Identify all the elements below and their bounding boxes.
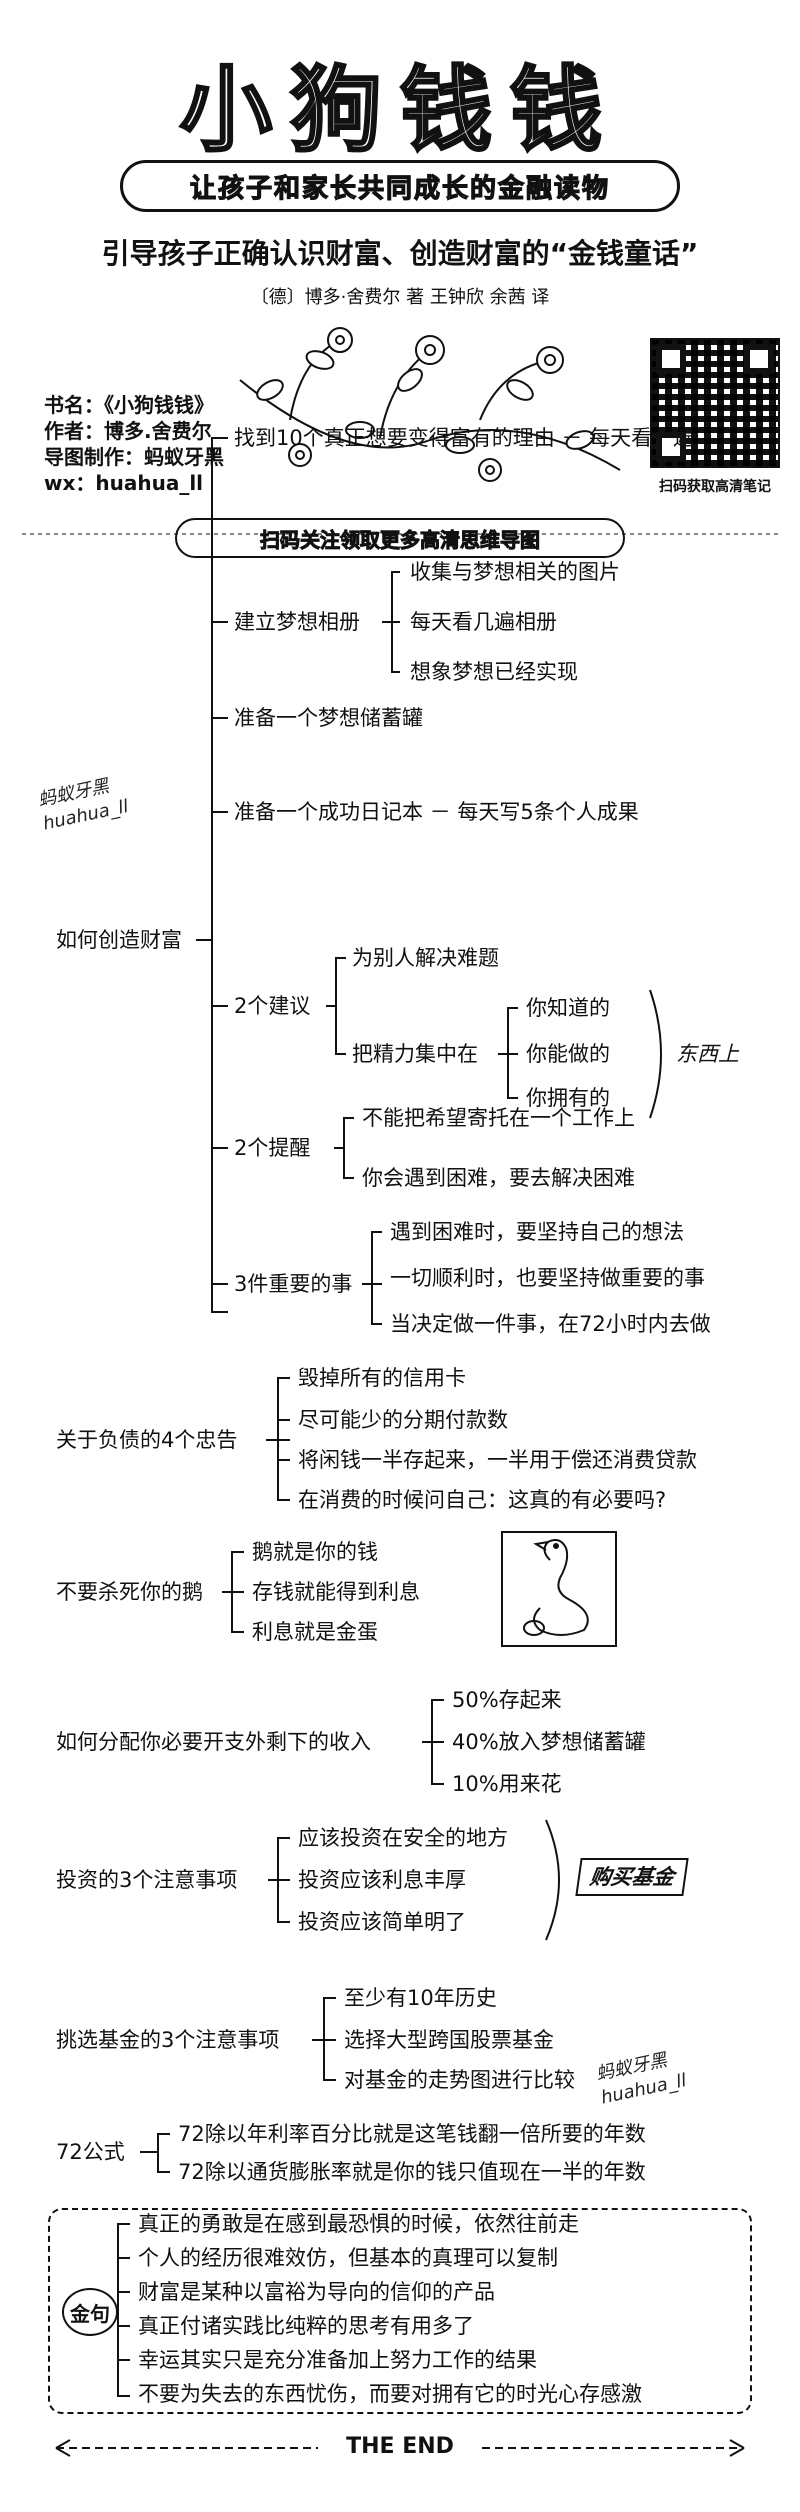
book-meta: 书名：《小狗钱钱》 作者：博多.舍费尔 导图制作：蚂蚁牙黑 wx：huahua_… xyxy=(44,392,224,496)
meta-map-maker: 导图制作：蚂蚁牙黑 xyxy=(44,445,224,469)
node-two-reminders: 2个提醒 xyxy=(234,1136,311,1160)
node-debt-item: 在消费的时候问自己：这真的有必要吗? xyxy=(298,1488,667,1512)
node-invest-item: 应该投资在安全的地方 xyxy=(298,1826,508,1850)
node-dream-album: 建立梦想相册 xyxy=(234,610,360,634)
node-invest-item: 投资应该简单明了 xyxy=(298,1910,466,1934)
subtitle: 引导孩子正确认识财富、创造财富的“金钱童话” xyxy=(101,237,699,270)
node-dream-jar: 准备一个梦想储蓄罐 xyxy=(234,706,423,730)
node-reminder: 你会遇到困难，要去解决困难 xyxy=(362,1166,635,1190)
quote-item: 真正的勇敢是在感到最恐惧的时候，依然往前走 xyxy=(138,2212,579,2236)
quotes-box xyxy=(48,2208,752,2414)
node-rule72-item: 72除以年利率百分比就是这笔钱翻一倍所要的年数 xyxy=(178,2122,646,2146)
node-goose-item: 利息就是金蛋 xyxy=(252,1620,378,1644)
node-dream-album-item: 收集与梦想相关的图片 xyxy=(410,560,620,584)
node-dream-album-item: 每天看几遍相册 xyxy=(410,610,557,634)
node-focus-item: 你能做的 xyxy=(526,1042,610,1066)
node-suggestion: 为别人解决难题 xyxy=(352,946,499,970)
node-split-item: 50%存起来 xyxy=(452,1688,562,1712)
node-goose-item: 鹅就是你的钱 xyxy=(252,1540,378,1564)
node-invest-item: 投资应该利息丰厚 xyxy=(298,1868,466,1892)
floral-decoration xyxy=(239,327,621,482)
node-split-item: 10%用来花 xyxy=(452,1772,562,1796)
qr-code[interactable] xyxy=(650,338,780,468)
node-root-debt-advice: 关于负债的4个忠告 xyxy=(56,1428,238,1452)
book-title: 小狗钱钱 xyxy=(178,56,620,166)
node-invest-tail: 购买基金 xyxy=(575,1858,689,1896)
node-root-invest: 投资的3个注意事项 xyxy=(56,1868,238,1892)
node-root-goose: 不要杀死你的鹅 xyxy=(56,1580,203,1604)
node-root-income-split: 如何分配你必要开支外剩下的收入 xyxy=(56,1730,371,1754)
node-focus-item: 你拥有的 xyxy=(526,1086,610,1110)
node-important-thing: 一切顺利时，也要坚持做重要的事 xyxy=(390,1266,705,1290)
node-focus-item: 你知道的 xyxy=(526,996,610,1020)
meta-book: 书名：《小狗钱钱》 xyxy=(44,393,214,417)
node-root-create-wealth: 如何创造财富 xyxy=(56,928,182,952)
qr-caption: 扫码获取高清笔记 xyxy=(659,479,771,495)
quote-item: 财富是某种以富裕为导向的信仰的产品 xyxy=(138,2280,495,2304)
quote-item: 个人的经历很难效仿，但基本的真理可以复制 xyxy=(138,2246,558,2270)
node-root-fund-select: 挑选基金的3个注意事项 xyxy=(56,2028,280,2052)
node-two-suggestions: 2个建议 xyxy=(234,994,311,1018)
node-important-thing: 遇到困难时，要坚持自己的想法 xyxy=(390,1220,684,1244)
node-success-diary: 准备一个成功日记本 － 每天写5条个人成果 xyxy=(234,800,639,824)
node-debt-item: 将闲钱一半存起来，一半用于偿还消费贷款 xyxy=(298,1448,697,1472)
node-fund-item: 选择大型跨国股票基金 xyxy=(344,2028,554,2052)
qr-finder xyxy=(744,344,774,374)
node-ten-reasons: 找到10个真正想要变得富有的理由 － 每天看一遍 xyxy=(234,426,695,450)
meta-author: 作者：博多.舍费尔 xyxy=(44,419,212,443)
node-root-rule72: 72公式 xyxy=(56,2140,125,2164)
quote-item: 幸运其实只是充分准备加上努力工作的结果 xyxy=(138,2348,537,2372)
node-fund-item: 至少有10年历史 xyxy=(344,1986,497,2010)
tagline-banner: 让孩子和家长共同成长的金融读物 xyxy=(120,160,680,212)
node-three-things: 3件重要的事 xyxy=(234,1272,353,1296)
goose-illustration xyxy=(501,1531,617,1647)
node-suggestion: 把精力集中在 xyxy=(352,1042,478,1066)
authors: 〔德〕博多·舍费尔 著 王钟欣 余茜 译 xyxy=(250,287,550,308)
quotes-label: 金句 xyxy=(62,2288,118,2336)
quote-item: 不要为失去的东西忧伤，而要对拥有它的时光心存感激 xyxy=(138,2382,642,2406)
follow-banner: 扫码关注领取更多高清思维导图 xyxy=(175,518,625,558)
node-focus-tail: 东西上 xyxy=(676,1042,739,1066)
meta-wx: wx：huahua_ll xyxy=(44,471,204,495)
node-goose-item: 存钱就能得到利息 xyxy=(252,1580,420,1604)
node-reminder: 不能把希望寄托在一个工作上 xyxy=(362,1106,635,1130)
node-dream-album-item: 想象梦想已经实现 xyxy=(410,660,578,684)
quote-item: 真正付诸实践比纯粹的思考有用多了 xyxy=(138,2314,474,2338)
qr-finder xyxy=(656,432,686,462)
the-end-label: THE END xyxy=(346,2434,454,2459)
node-debt-item: 尽可能少的分期付款数 xyxy=(298,1408,508,1432)
qr-finder xyxy=(656,344,686,374)
node-debt-item: 毁掉所有的信用卡 xyxy=(298,1366,466,1390)
node-fund-item: 对基金的走势图进行比较 xyxy=(344,2068,575,2092)
node-split-item: 40%放入梦想储蓄罐 xyxy=(452,1730,646,1754)
node-rule72-item: 72除以通货膨胀率就是你的钱只值现在一半的年数 xyxy=(178,2160,646,2184)
node-important-thing: 当决定做一件事，在72小时内去做 xyxy=(390,1312,711,1336)
